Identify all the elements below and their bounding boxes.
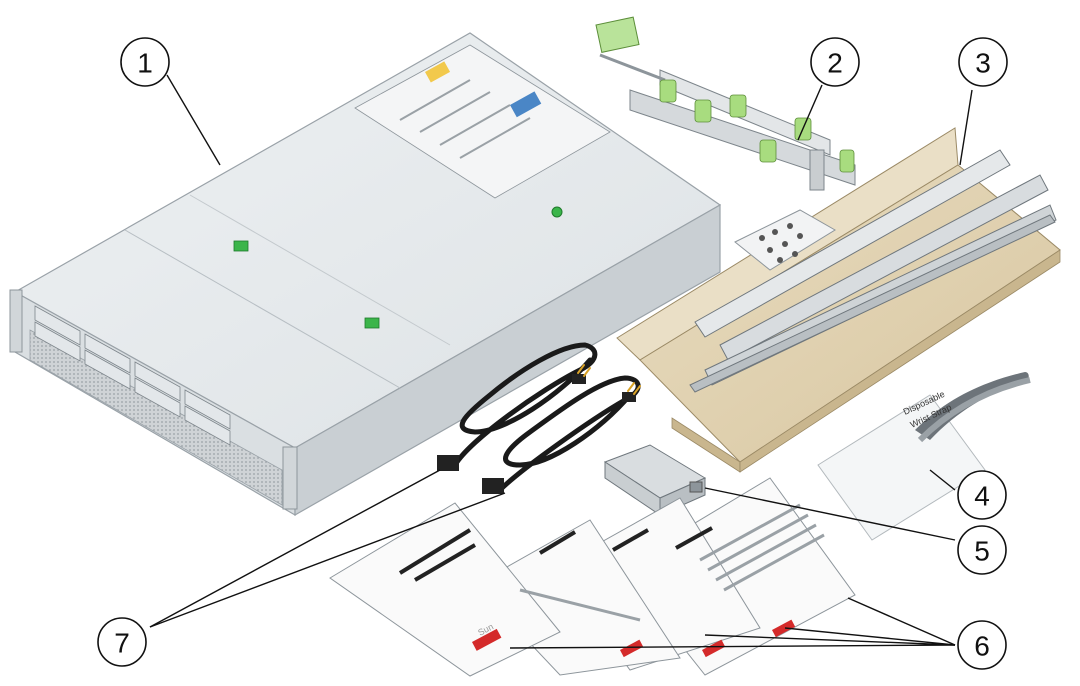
drive-bays [34,305,231,446]
rj45-db9-adapter [603,444,707,516]
callout-7-number: 7 [114,628,130,659]
server-chassis [9,32,722,517]
callout-3: 3 [958,37,1008,87]
leader-lines [149,74,973,649]
documentation-set: Sun [329,477,856,677]
rail-kit-box [616,127,1061,473]
callout-4-number: 4 [974,481,990,512]
callout-4: 4 [957,470,1007,520]
callout-2: 2 [810,37,860,87]
left-rack-ear [9,289,23,353]
service-label [354,44,611,199]
mounting-hardware-bag [734,209,836,271]
lid-release-button [551,206,563,218]
document-1 [329,502,561,677]
callout-2-number: 2 [827,48,843,79]
callout-5-number: 5 [974,536,990,567]
antistatic-wrist-strap: Disposable Wrist Strap [817,372,1031,541]
power-cords [437,342,641,494]
callout-6: 6 [957,620,1007,670]
callout-1: 1 [120,37,170,87]
callout-7: 7 [97,617,147,667]
callout-6-number: 6 [974,631,990,662]
slide-rails [689,149,1057,393]
callout-5: 5 [957,525,1007,575]
callout-1-number: 1 [137,48,153,79]
callout-3-number: 3 [975,48,991,79]
right-rack-ear [282,446,298,510]
cable-management-arm [595,16,856,191]
fan-door-latch [364,317,380,329]
top-cover-latch [233,240,249,252]
wrist-strap-envelope [817,394,986,541]
